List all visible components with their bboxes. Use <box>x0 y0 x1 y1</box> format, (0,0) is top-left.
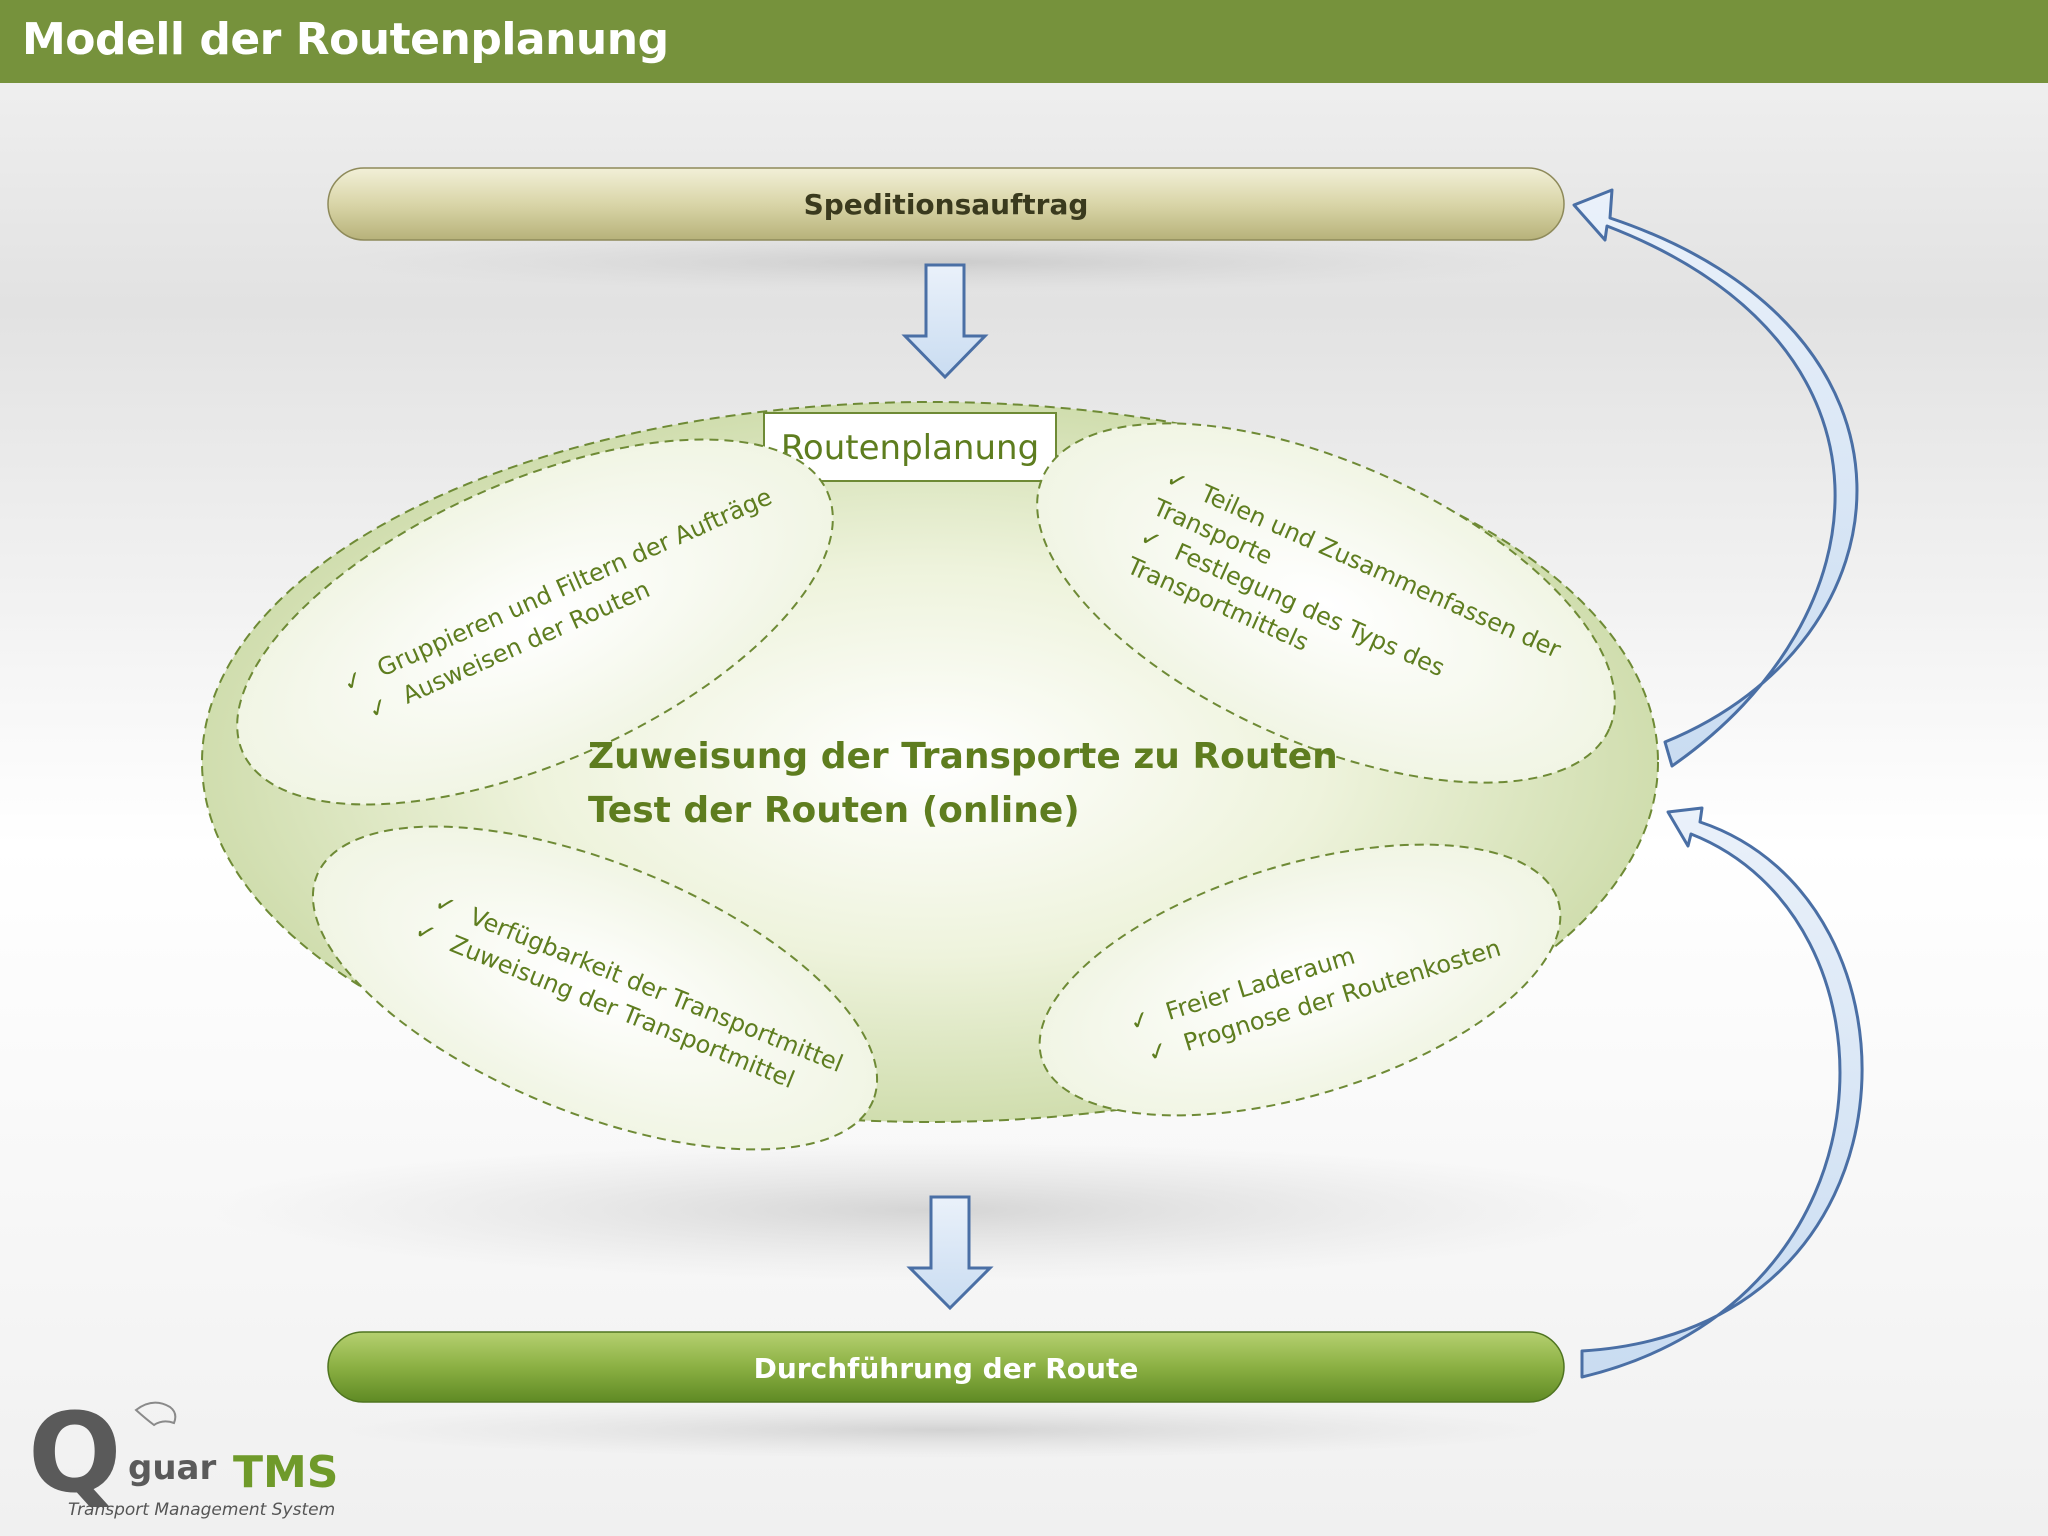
feedback-arrow-top-icon <box>1572 188 1859 768</box>
routenplanung-tab <box>763 412 1057 482</box>
sub-ellipse-top-right <box>1036 422 1616 784</box>
feedback-arrow-bottom-icon <box>1580 806 1864 1379</box>
top-bar-label: Speditionsauftrag <box>803 188 1089 221</box>
down-arrow-icon <box>901 263 989 380</box>
page-title: Modell der Routenplanung <box>22 14 669 65</box>
sub-ellipse-bottom-left <box>311 825 879 1151</box>
top-bar-speditionsauftrag <box>327 167 1565 241</box>
logo-tagline: Transport Management System <box>68 1500 335 1520</box>
center-heading-line2: Test der Routen (online) <box>588 790 1080 831</box>
qguar-tms-logo: Q guar TMS Transport Management System <box>28 1395 339 1520</box>
bottom-bar-durchfuehrung <box>327 1331 1565 1403</box>
center-heading-line1: Zuweisung der Transporte zu Routen <box>588 736 1338 777</box>
bottom-bar-shadow <box>325 1402 1565 1458</box>
logo-q: Q <box>28 1395 122 1517</box>
title-bar: Modell der Routenplanung <box>0 0 2048 83</box>
dog-mascot-icon <box>134 1401 177 1427</box>
routenplanung-tab-label: Routenplanung <box>781 428 1039 468</box>
top-bar-shadow <box>325 232 1565 292</box>
sub-ellipse-top-left <box>236 438 834 806</box>
logo-guar: guar <box>128 1448 216 1488</box>
bottom-bar-label: Durchführung der Route <box>753 1352 1139 1385</box>
logo-tms: TMS <box>233 1447 339 1498</box>
down-arrow-icon <box>906 1195 994 1311</box>
sub-ellipse-bottom-right <box>1038 843 1562 1117</box>
